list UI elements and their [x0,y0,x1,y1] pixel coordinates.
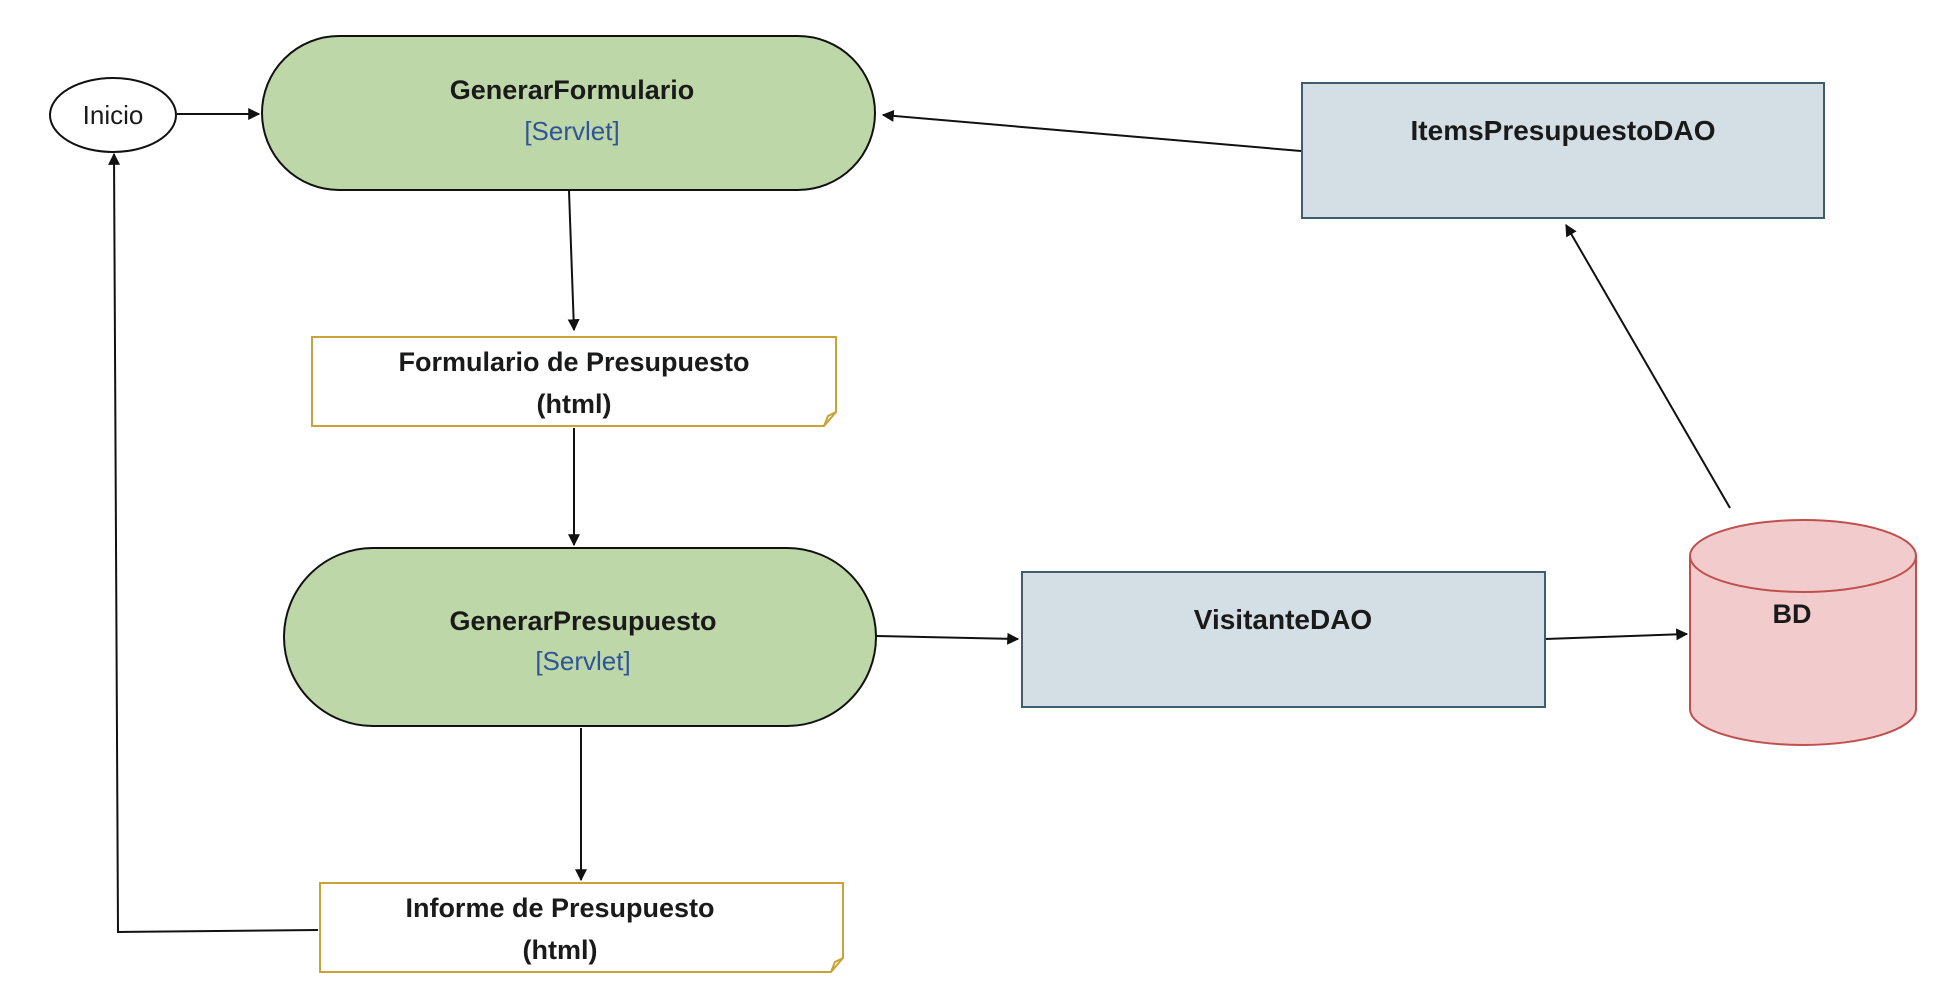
visitante-dao-shape [1021,571,1546,708]
generar-presupuesto-servlet: GenerarPresupuesto [Servlet] [283,547,877,727]
bd-cylinder-top [1689,519,1917,593]
visitante-dao-box: VisitanteDAO [1021,571,1546,708]
informe-presupuesto-document: Informe de Presupuesto (html) [319,882,844,973]
generar-formulario-stereotype: [Servlet] [524,116,619,146]
items-presupuesto-dao-box: ItemsPresupuestoDAO [1301,82,1825,219]
edge-informe-to-inicio [108,152,319,934]
bd-label: BD [1773,599,1812,629]
inicio-node: Inicio [49,77,177,153]
formulario-presupuesto-fold [823,411,837,427]
formulario-presupuesto-shape [311,336,837,427]
items-presupuesto-dao-shape [1301,82,1825,219]
generar-presupuesto-stereotype: [Servlet] [535,646,630,676]
generar-presupuesto-shape [283,547,877,727]
informe-presupuesto-line2: (html) [523,935,598,965]
informe-presupuesto-line1: Informe de Presupuesto [405,893,714,923]
generar-formulario-servlet: GenerarFormulario [Servlet] [261,35,876,191]
bd-cylinder-body [1689,556,1917,746]
formulario-presupuesto-line2: (html) [537,389,612,419]
edge-generar-formulario-to-formulario [567,190,580,332]
edge-visitante-dao-to-bd [1544,628,1689,641]
edge-generar-presupuesto-to-visitante-dao [875,632,1020,645]
generar-formulario-title: GenerarFormulario [450,75,695,105]
visitante-dao-label: VisitanteDAO [1194,604,1372,635]
edge-bd-to-items-presupuesto-dao [1565,223,1731,509]
inicio-shape [49,77,177,153]
generar-presupuesto-title: GenerarPresupuesto [449,606,716,636]
edges [108,108,1731,934]
informe-presupuesto-fold [830,957,844,973]
generar-formulario-shape [261,35,876,191]
informe-presupuesto-shape [319,882,844,973]
formulario-presupuesto-line1: Formulario de Presupuesto [398,347,749,377]
bd-database: BD [1689,519,1917,746]
inicio-label: Inicio [83,100,144,130]
items-presupuesto-dao-label: ItemsPresupuestoDAO [1411,115,1716,146]
formulario-presupuesto-document: Formulario de Presupuesto (html) [311,336,837,427]
edge-items-presupuesto-dao-to-generar-formulario [881,109,1302,152]
